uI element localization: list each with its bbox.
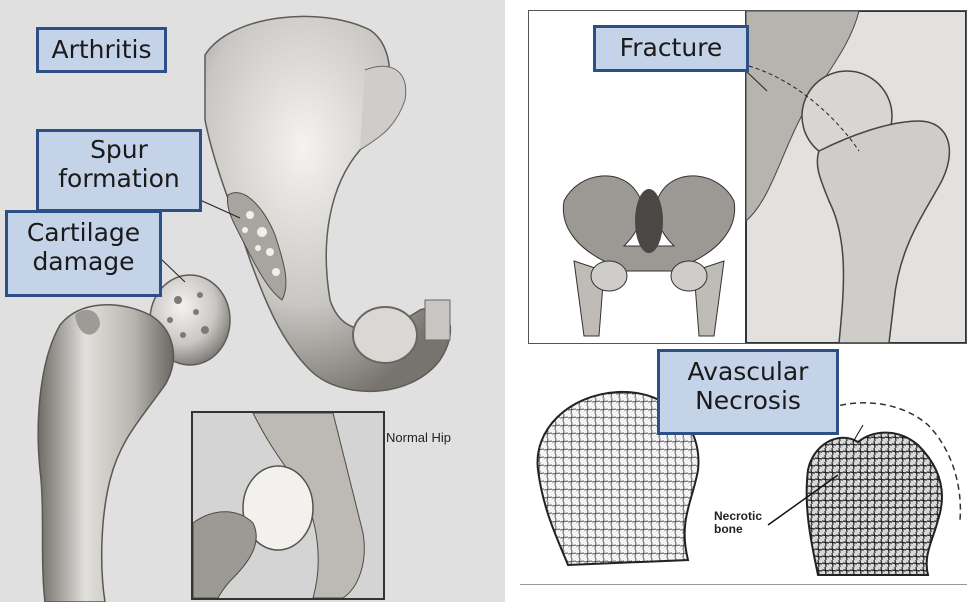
spur-formation-line2: formation bbox=[39, 165, 199, 194]
necrotic-bone-line2: bone bbox=[714, 523, 762, 536]
avascular-necrosis-label: Avascular Necrosis bbox=[657, 349, 839, 435]
cartilage-damage-line1: Cartilage bbox=[8, 219, 159, 248]
arthritis-label: Arthritis bbox=[36, 27, 167, 73]
arthritis-panel: Normal Hip bbox=[0, 0, 505, 602]
cartilage-damage-line2: damage bbox=[8, 248, 159, 277]
spur-formation-line1: Spur bbox=[39, 136, 199, 165]
cartilage-damage-label: Cartilage damage bbox=[5, 210, 162, 297]
pelvis-overview bbox=[563, 176, 734, 336]
normal-hip-inset bbox=[191, 411, 385, 600]
normal-hip-illustration bbox=[193, 413, 383, 598]
spur-formation-label: Spur formation bbox=[36, 129, 202, 212]
avascular-necrosis-line1: Avascular bbox=[660, 358, 836, 387]
bottom-divider bbox=[520, 584, 967, 585]
necrotic-femoral-head bbox=[807, 433, 942, 575]
fracture-label: Fracture bbox=[593, 25, 749, 72]
normal-hip-label: Normal Hip bbox=[386, 430, 451, 445]
necrotic-bone-label: Necrotic bone bbox=[714, 510, 762, 536]
avascular-necrosis-line2: Necrosis bbox=[660, 387, 836, 416]
